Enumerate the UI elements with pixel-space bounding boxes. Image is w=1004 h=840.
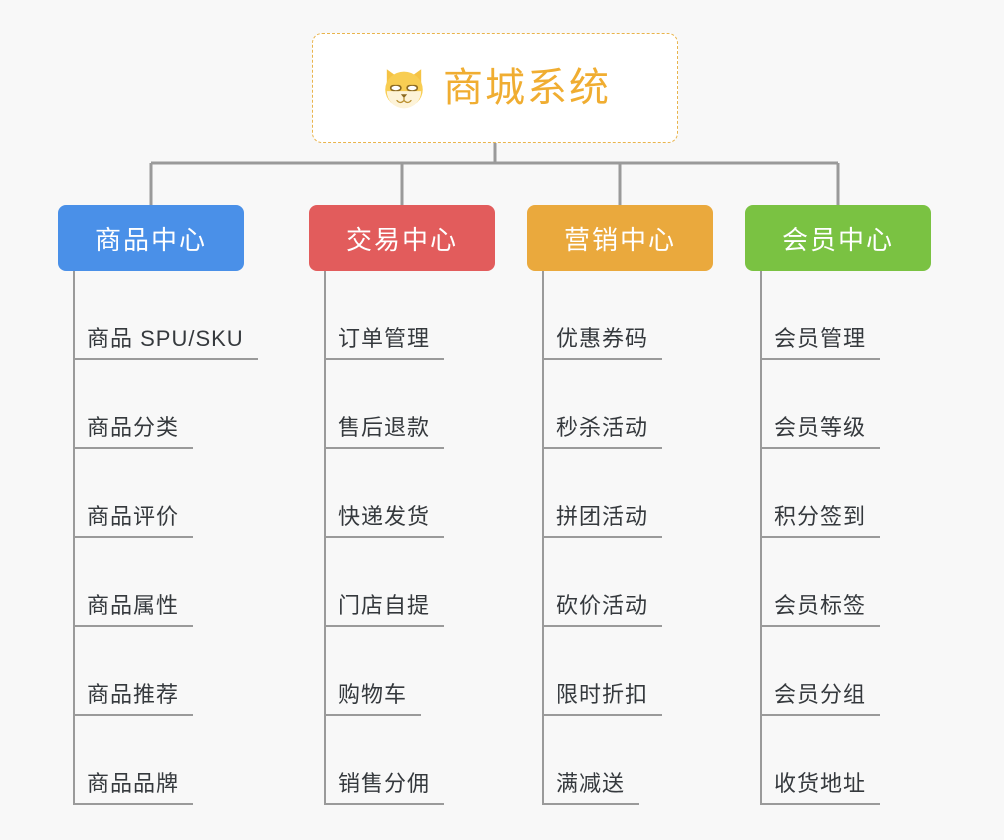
branch-items-product: 商品 SPU/SKU 商品分类 商品评价 商品属性 商品推荐 商品品牌 [73,271,258,805]
leaf-label: 会员分组 [774,681,867,707]
list-item[interactable]: 售后退款 [324,360,495,449]
branch-spine [760,271,762,805]
list-item[interactable]: 商品推荐 [73,627,258,716]
list-item[interactable]: 商品属性 [73,538,258,627]
shiba-dog-face-icon [379,63,429,113]
branch-spine [542,271,544,805]
list-item[interactable]: 满减送 [542,716,713,805]
leaf-label: 砍价活动 [556,592,649,618]
leaf-label: 秒杀活动 [556,414,649,440]
branch-header-trade[interactable]: 交易中心 [309,205,495,271]
branch-header-label: 商品中心 [94,224,207,255]
list-item[interactable]: 会员标签 [760,538,931,627]
list-item[interactable]: 拼团活动 [542,449,713,538]
branch-column-product: 商品中心 商品 SPU/SKU 商品分类 商品评价 商品属性 商品推荐 商品品牌 [58,205,258,805]
branch-header-marketing[interactable]: 营销中心 [527,205,713,271]
branch-spine [73,271,75,805]
leaf-label: 限时折扣 [556,681,649,707]
root-node[interactable]: 商城系统 [312,33,678,143]
leaf-label: 快递发货 [338,503,431,529]
branch-spine [324,271,326,805]
leaf-label: 会员等级 [774,414,867,440]
branch-column-marketing: 营销中心 优惠券码 秒杀活动 拼团活动 砍价活动 限时折扣 满减送 [527,205,713,805]
branch-column-trade: 交易中心 订单管理 售后退款 快递发货 门店自提 购物车 销售分佣 [309,205,495,805]
branch-header-label: 交易中心 [345,224,458,255]
list-item[interactable]: 购物车 [324,627,495,716]
leaf-label: 购物车 [338,681,408,707]
leaf-label: 售后退款 [338,414,431,440]
root-title: 商城系统 [443,66,611,110]
leaf-label: 商品 SPU/SKU [87,325,244,351]
leaf-label: 商品属性 [87,592,180,618]
leaf-label: 会员管理 [774,325,867,351]
list-item[interactable]: 销售分佣 [324,716,495,805]
list-item[interactable]: 门店自提 [324,538,495,627]
leaf-label: 收货地址 [774,770,867,796]
list-item[interactable]: 会员分组 [760,627,931,716]
list-item[interactable]: 会员等级 [760,360,931,449]
leaf-label: 订单管理 [338,325,431,351]
list-item[interactable]: 商品评价 [73,449,258,538]
leaf-label: 会员标签 [774,592,867,618]
list-item[interactable]: 秒杀活动 [542,360,713,449]
leaf-label: 积分签到 [774,503,867,529]
list-item[interactable]: 商品品牌 [73,716,258,805]
branch-items-trade: 订单管理 售后退款 快递发货 门店自提 购物车 销售分佣 [324,271,495,805]
list-item[interactable]: 商品 SPU/SKU [73,271,258,360]
list-item[interactable]: 优惠券码 [542,271,713,360]
leaf-label: 商品评价 [87,503,180,529]
list-item[interactable]: 快递发货 [324,449,495,538]
list-item[interactable]: 砍价活动 [542,538,713,627]
leaf-label: 商品推荐 [87,681,180,707]
leaf-label: 门店自提 [338,592,431,618]
list-item[interactable]: 积分签到 [760,449,931,538]
leaf-label: 商品分类 [87,414,180,440]
list-item[interactable]: 会员管理 [760,271,931,360]
leaf-label: 商品品牌 [87,770,180,796]
leaf-label: 满减送 [556,770,626,796]
branch-column-member: 会员中心 会员管理 会员等级 积分签到 会员标签 会员分组 收货地址 [745,205,931,805]
leaf-label: 拼团活动 [556,503,649,529]
list-item[interactable]: 收货地址 [760,716,931,805]
list-item[interactable]: 限时折扣 [542,627,713,716]
branch-header-product[interactable]: 商品中心 [58,205,244,271]
list-item[interactable]: 订单管理 [324,271,495,360]
branch-items-member: 会员管理 会员等级 积分签到 会员标签 会员分组 收货地址 [760,271,931,805]
leaf-label: 销售分佣 [338,770,431,796]
branch-header-label: 会员中心 [781,224,894,255]
branch-header-label: 营销中心 [563,224,676,255]
leaf-label: 优惠券码 [556,325,649,351]
branch-header-member[interactable]: 会员中心 [745,205,931,271]
list-item[interactable]: 商品分类 [73,360,258,449]
branch-items-marketing: 优惠券码 秒杀活动 拼团活动 砍价活动 限时折扣 满减送 [542,271,713,805]
